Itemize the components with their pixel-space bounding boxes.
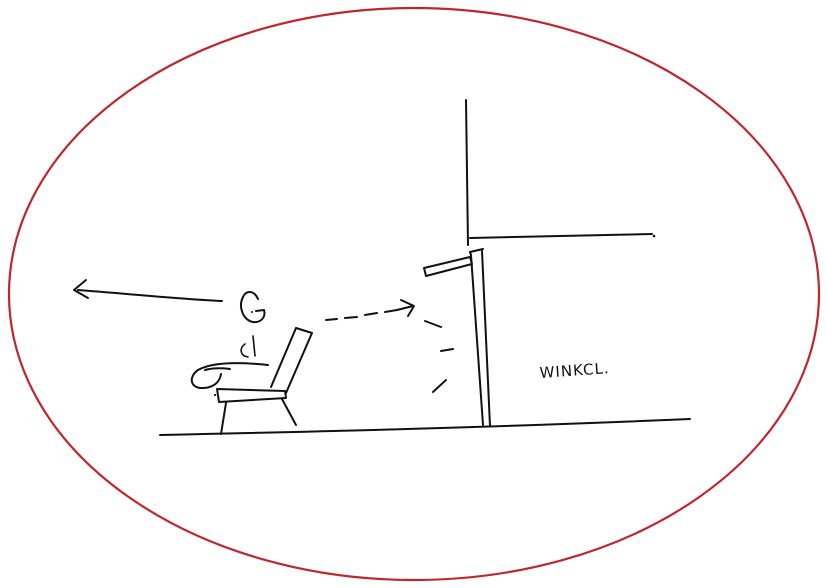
shelf-line-dot [653, 235, 656, 238]
person-figure-icon [192, 292, 268, 388]
light-ray-1 [425, 321, 441, 327]
left-arrow-icon [74, 280, 222, 301]
chair-icon [214, 328, 312, 434]
dashed-arrow-icon [326, 300, 414, 320]
light-ray-3 [433, 380, 446, 392]
shelf-line [470, 234, 652, 238]
wall-upper-line [466, 100, 468, 245]
door-right-edge [482, 251, 490, 426]
door-left-edge [470, 252, 483, 425]
floor-line [160, 419, 690, 435]
winkel-label: WINKCL. [539, 359, 610, 382]
awning-bar [424, 257, 472, 276]
light-ray-2 [441, 349, 453, 351]
